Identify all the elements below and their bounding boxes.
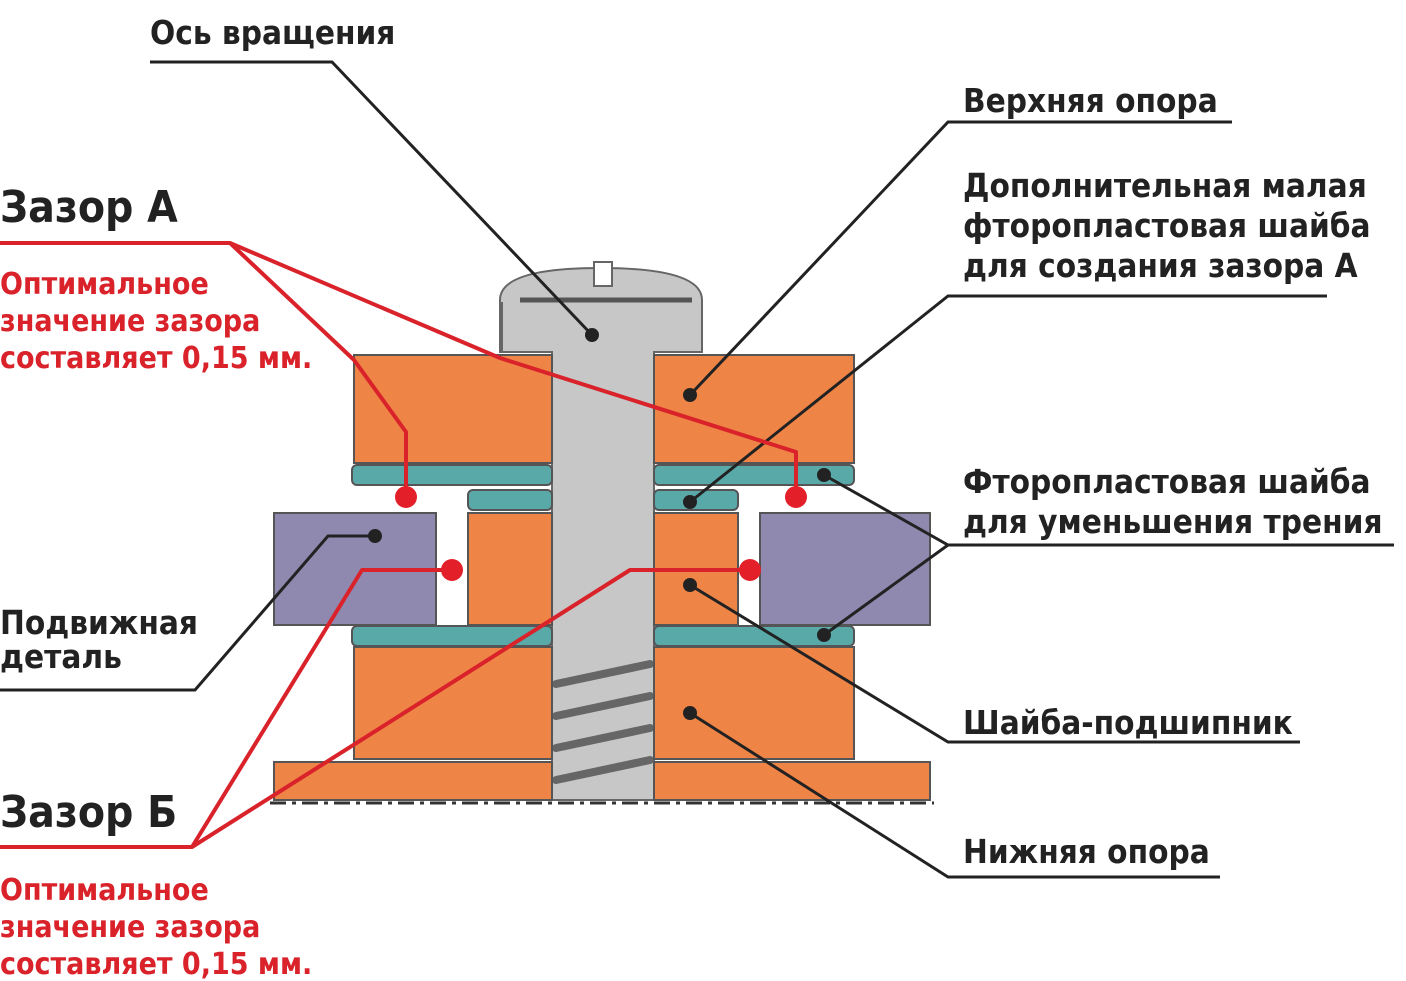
gap-a-note-line3: составляет 0,15 мм.: [0, 341, 312, 376]
label-friction-washer-line1: Фторопластовая шайба: [963, 462, 1371, 501]
gap-a-note-line1: Оптимальное: [0, 267, 209, 302]
moving-part-right: [759, 512, 931, 626]
gap-b-note-line2: значение зазора: [0, 910, 260, 945]
base-plate-right: [653, 761, 931, 801]
lower-support-left: [353, 646, 553, 760]
label-friction-washer-line2: для уменьшения трения: [963, 502, 1383, 541]
leader-extra-washer: [689, 294, 1327, 504]
gap-a-dot-left: [395, 486, 417, 508]
gap-a-dot-right: [785, 486, 807, 508]
rotation-axis-screw: [499, 261, 703, 801]
extra-washer-left: [467, 489, 553, 511]
label-moving-part-line1: Подвижная: [0, 603, 198, 642]
gap-b-dot-right: [739, 559, 761, 581]
base-plate-left: [273, 761, 553, 801]
label-lower-support: Нижняя опора: [963, 832, 1210, 871]
label-gap-b: Зазор Б: [0, 787, 177, 838]
label-moving-part-line2: деталь: [0, 637, 122, 676]
leader-moving-part: [0, 534, 375, 692]
gap-b-dot-left: [441, 559, 463, 581]
gap-a-line-left: [0, 241, 408, 497]
friction-washer-upper-right: [653, 464, 855, 486]
upper-support-left: [353, 354, 553, 464]
label-bearing-washer: Шайба-подшипник: [963, 703, 1293, 742]
leader-friction-washer-2: [823, 543, 949, 637]
screw-slot: [593, 261, 613, 287]
gap-b-note-line3: составляет 0,15 мм.: [0, 947, 312, 981]
label-extra-washer-line1: Дополнительная малая: [963, 166, 1367, 205]
friction-washer-upper-left: [351, 464, 553, 486]
label-gap-a: Зазор А: [0, 182, 178, 233]
label-extra-washer-line2: фторопластовая шайба: [963, 206, 1371, 245]
gap-a-note-line2: значение зазора: [0, 304, 260, 339]
bearing-washer-left: [467, 512, 553, 626]
leader-axis: [150, 60, 594, 337]
label-rotation-axis: Ось вращения: [150, 13, 395, 52]
upper-support-right: [653, 354, 855, 464]
leader-lines: [0, 60, 1394, 879]
gap-b-line-left: [0, 568, 452, 849]
leader-bearing-washer: [689, 583, 1300, 744]
gap-dots: [395, 486, 807, 581]
gap-b-note-line1: Оптимальное: [0, 873, 209, 908]
leader-dots: [368, 328, 831, 720]
leader-lower-support: [689, 711, 1220, 879]
gap-a-line-right: [229, 241, 798, 497]
label-upper-support: Верхняя опора: [963, 81, 1218, 120]
screw-thread: [552, 660, 654, 784]
gap-lines: [0, 241, 798, 849]
gap-b-line-right: [190, 568, 750, 849]
lower-support-right: [653, 646, 855, 760]
leader-upper-support: [688, 120, 1232, 397]
label-extra-washer-line3: для создания зазора А: [963, 246, 1358, 285]
